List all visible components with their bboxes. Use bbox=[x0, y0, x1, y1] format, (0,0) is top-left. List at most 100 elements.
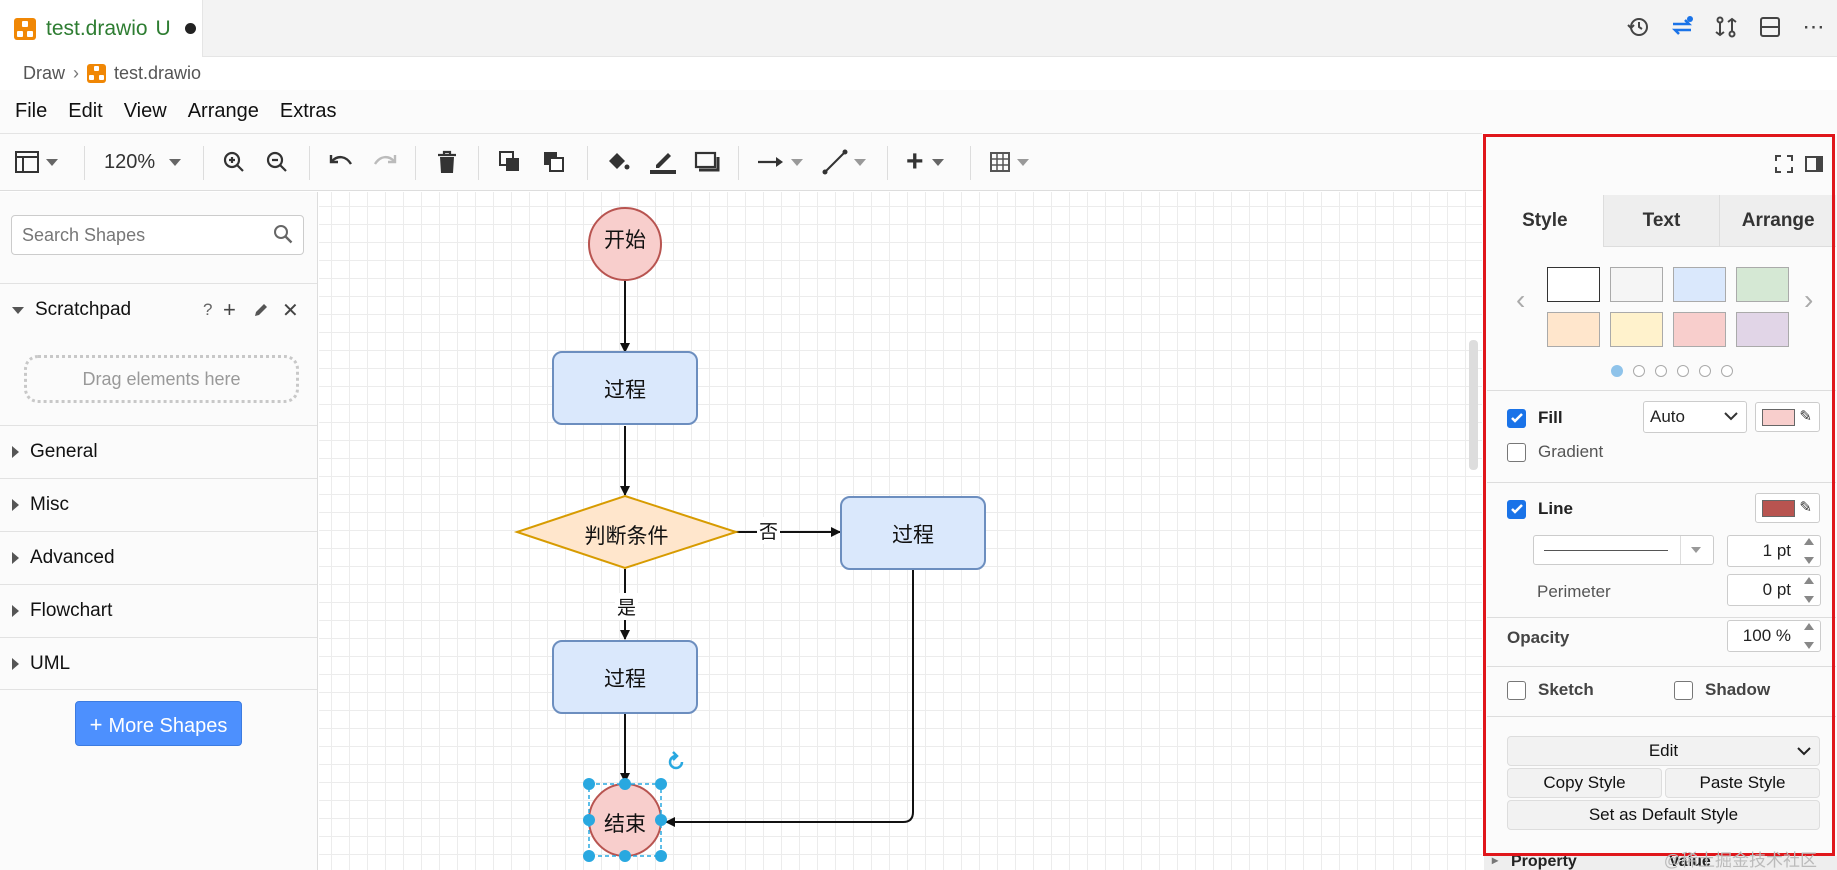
diagram-canvas[interactable]: 开始 过程 判断条件 过程 过程 结束 否 是 bbox=[319, 192, 1482, 870]
fill-checkbox[interactable] bbox=[1507, 408, 1526, 428]
stepper-icon[interactable] bbox=[1804, 538, 1818, 564]
breadcrumb-root[interactable]: Draw bbox=[23, 63, 66, 83]
menu-arrange[interactable]: Arrange bbox=[187, 100, 259, 122]
table-icon[interactable] bbox=[989, 146, 1029, 178]
rotate-handle-icon[interactable] bbox=[668, 751, 684, 770]
search-shapes-input[interactable]: Search Shapes bbox=[11, 215, 304, 255]
menu-edit[interactable]: Edit bbox=[68, 100, 103, 122]
process-right-node[interactable] bbox=[840, 496, 986, 570]
page-dot[interactable] bbox=[1721, 365, 1733, 377]
zoom-out-icon[interactable] bbox=[265, 146, 289, 178]
sidebar-section-misc[interactable]: Misc bbox=[0, 478, 317, 531]
menu-view[interactable]: View bbox=[123, 100, 167, 122]
more-actions-icon[interactable]: ⋯ bbox=[1802, 14, 1826, 39]
split-editor-icon[interactable] bbox=[1757, 14, 1783, 40]
edge-process-right-to-end[interactable] bbox=[665, 569, 914, 827]
fullscreen-icon[interactable] bbox=[1774, 154, 1794, 174]
page-dot[interactable] bbox=[1699, 365, 1711, 377]
line-width-input[interactable]: 1 pt bbox=[1727, 535, 1821, 567]
sidebar-section-uml[interactable]: UML bbox=[0, 637, 317, 690]
delete-icon[interactable] bbox=[436, 146, 458, 178]
menu-bar: File Edit View Arrange Extras bbox=[0, 90, 1837, 133]
zoom-select[interactable]: 120% bbox=[104, 146, 182, 178]
scratchpad-close-icon[interactable]: ✕ bbox=[282, 299, 299, 322]
scratchpad-dropzone[interactable]: Drag elements here bbox=[24, 355, 299, 403]
sidebar-section-flowchart[interactable]: Flowchart bbox=[0, 584, 317, 637]
chevron-left-icon[interactable]: ‹ bbox=[1516, 284, 1526, 315]
style-swatch[interactable] bbox=[1610, 267, 1663, 302]
search-icon[interactable] bbox=[273, 224, 293, 244]
style-swatch[interactable] bbox=[1673, 312, 1726, 347]
style-swatch[interactable] bbox=[1736, 312, 1789, 347]
to-back-icon[interactable] bbox=[542, 146, 566, 178]
toggle-panel-icon[interactable] bbox=[1804, 154, 1824, 174]
style-swatch[interactable] bbox=[1547, 312, 1600, 347]
line-pattern-select[interactable] bbox=[1533, 535, 1714, 565]
line-color-icon[interactable] bbox=[648, 146, 678, 178]
shadow-checkbox[interactable] bbox=[1674, 680, 1693, 700]
breadcrumb-file[interactable]: test.drawio bbox=[114, 63, 202, 83]
page-dot[interactable] bbox=[1655, 365, 1667, 377]
more-shapes-button[interactable]: +More Shapes bbox=[75, 701, 242, 746]
to-front-icon[interactable] bbox=[498, 146, 522, 178]
undo-icon[interactable] bbox=[328, 146, 354, 178]
paste-style-button[interactable]: Paste Style bbox=[1665, 768, 1820, 798]
vertical-scrollbar[interactable] bbox=[1469, 340, 1478, 470]
perimeter-input[interactable]: 0 pt bbox=[1727, 574, 1821, 606]
line-color-button[interactable]: ✎ bbox=[1755, 493, 1820, 523]
fill-color-button[interactable]: ✎ bbox=[1755, 402, 1820, 432]
style-swatch[interactable] bbox=[1736, 267, 1789, 302]
line-checkbox[interactable] bbox=[1507, 499, 1526, 519]
sync-changes-icon[interactable] bbox=[1669, 14, 1695, 40]
scratchpad-section[interactable]: Scratchpad ? + ✕ bbox=[0, 283, 317, 336]
fill-mode-select[interactable]: Auto bbox=[1643, 401, 1747, 433]
copy-style-button[interactable]: Copy Style bbox=[1507, 768, 1662, 798]
style-swatch[interactable] bbox=[1610, 312, 1663, 347]
timeline-history-icon[interactable] bbox=[1625, 14, 1651, 40]
scratchpad-edit-icon[interactable] bbox=[252, 301, 270, 319]
page-dot[interactable] bbox=[1633, 365, 1645, 377]
gradient-checkbox[interactable] bbox=[1507, 442, 1526, 462]
start-node[interactable] bbox=[588, 207, 662, 281]
opacity-input[interactable]: 100 % bbox=[1727, 620, 1821, 652]
scratchpad-add-icon[interactable]: + bbox=[223, 297, 236, 322]
compare-changes-icon[interactable] bbox=[1713, 14, 1739, 40]
page-dot[interactable] bbox=[1611, 365, 1623, 377]
zoom-in-icon[interactable] bbox=[222, 146, 246, 178]
decision-node[interactable] bbox=[513, 494, 740, 570]
chevron-right-icon[interactable]: ▸ bbox=[1492, 856, 1499, 867]
process2-node[interactable] bbox=[552, 640, 698, 714]
edge-label-yes[interactable]: 是 bbox=[615, 593, 639, 620]
sketch-checkbox[interactable] bbox=[1507, 680, 1526, 700]
stepper-icon[interactable] bbox=[1804, 577, 1818, 603]
redo-icon[interactable] bbox=[372, 146, 398, 178]
style-swatch[interactable] bbox=[1547, 267, 1600, 302]
waypoints-icon[interactable] bbox=[822, 146, 866, 178]
unsaved-dot-icon[interactable] bbox=[184, 23, 196, 34]
insert-plus-icon[interactable]: + bbox=[906, 145, 944, 178]
chevron-right-icon[interactable]: › bbox=[1804, 284, 1814, 315]
connection-style-icon[interactable] bbox=[757, 146, 803, 178]
page-dot[interactable] bbox=[1677, 365, 1689, 377]
fill-color-icon[interactable] bbox=[605, 146, 631, 178]
selection-handles[interactable] bbox=[583, 778, 667, 862]
menu-file[interactable]: File bbox=[15, 100, 48, 122]
sidebar-section-advanced[interactable]: Advanced bbox=[0, 531, 317, 584]
format-panel-toggle[interactable] bbox=[14, 146, 58, 178]
shadow-icon[interactable] bbox=[694, 146, 720, 178]
edge-label-no[interactable]: 否 bbox=[757, 517, 781, 544]
editor-tab[interactable]: test.drawio U bbox=[0, 0, 203, 57]
set-default-style-button[interactable]: Set as Default Style bbox=[1507, 800, 1820, 830]
edit-style-button[interactable]: Edit bbox=[1507, 736, 1820, 766]
process1-node[interactable] bbox=[552, 351, 698, 425]
fill-label: Fill bbox=[1538, 408, 1563, 427]
tab-arrange[interactable]: Arrange bbox=[1719, 195, 1837, 247]
scratchpad-help-icon[interactable]: ? bbox=[203, 300, 213, 319]
tab-style[interactable]: Style bbox=[1487, 195, 1603, 247]
menu-extras[interactable]: Extras bbox=[279, 100, 337, 122]
tab-text[interactable]: Text bbox=[1602, 195, 1720, 247]
sidebar-section-general[interactable]: General bbox=[0, 425, 317, 478]
style-swatch[interactable] bbox=[1673, 267, 1726, 302]
stepper-icon[interactable] bbox=[1804, 623, 1818, 649]
chevron-right-icon: › bbox=[73, 63, 80, 83]
